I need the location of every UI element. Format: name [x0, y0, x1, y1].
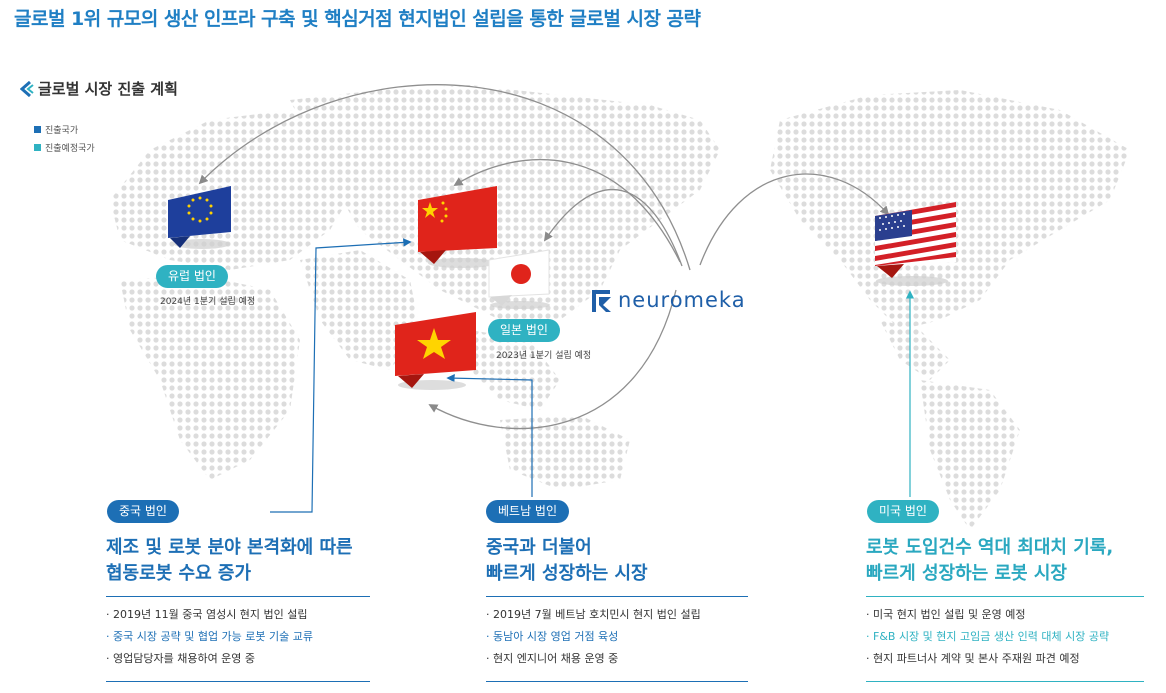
marker-japan-note: 2023년 1분기 설립 예정: [496, 351, 592, 361]
bullet-item: · F&B 시장 및 현지 고임금 생산 인력 대체 시장 공략: [866, 630, 1110, 643]
heading-usa-line2: 빠르게 성장하는 로봇 시장: [866, 563, 1067, 584]
route-to-vietnam: [428, 289, 677, 430]
heading-vietnam-line2: 빠르게 성장하는 시장: [486, 563, 648, 584]
route-to-japan: [543, 188, 683, 267]
heading-china: 제조 및 로봇 분야 본격화에 따른 협동로봇 수요 증가: [106, 535, 353, 587]
company-logo: neuromeka: [590, 286, 746, 314]
marker-europe-note: 2024년 1분기 설립 예정: [160, 297, 256, 307]
flag-usa-icon: [875, 202, 956, 286]
bullet-item: · 중국 시장 공략 및 협업 가능 로봇 기술 교류: [106, 630, 314, 643]
flag-eu-icon: [168, 186, 231, 249]
heading-usa: 로봇 도입건수 역대 최대치 기록, 빠르게 성장하는 로봇 시장: [866, 535, 1113, 587]
flag-japan-icon: [488, 249, 550, 309]
heading-vietnam-line1: 중국과 더불어: [486, 537, 592, 558]
bullet-item: · 현지 엔지니어 채용 운영 중: [486, 652, 619, 665]
legend-label: 진출국가: [45, 126, 79, 136]
heading-usa-line1: 로봇 도입건수 역대 최대치 기록,: [866, 537, 1114, 558]
legend-swatch-blue: [34, 126, 41, 133]
heading-vietnam: 중국과 더불어 빠르게 성장하는 시장: [486, 535, 648, 587]
badge-vietnam: 베트남 법인: [486, 500, 570, 523]
divider: [866, 596, 1144, 597]
legend-item-entered: 진출국가: [34, 123, 78, 136]
connector-vietnam: [446, 373, 533, 497]
company-logo-icon: [592, 290, 611, 312]
route-to-usa: [699, 173, 890, 266]
section-marker-icon: [20, 80, 34, 97]
company-logo-text: neuromeka: [618, 288, 746, 312]
heading-china-line1: 제조 및 로봇 분야 본격화에 따른: [106, 537, 353, 558]
route-to-europe: [198, 84, 691, 271]
bullet-item: · 2019년 11월 중국 염성시 현지 법인 설립: [106, 608, 308, 621]
bullet-item: · 미국 현지 법인 설립 및 운영 예정: [866, 608, 1026, 621]
connector-china: [270, 238, 412, 513]
bullet-item: · 동남아 시장 영업 거점 육성: [486, 630, 619, 643]
divider: [106, 681, 370, 682]
section-title: 글로벌 시장 진출 계획: [20, 78, 178, 99]
marker-europe-badge: 유럽 법인: [156, 265, 228, 288]
flag-china-icon: [418, 186, 497, 268]
divider: [486, 596, 748, 597]
continents-dotted: [110, 85, 1130, 530]
route-lines: [198, 84, 890, 430]
legend-swatch-teal: [34, 144, 41, 151]
bullet-item: · 현지 파트너사 계약 및 본사 주재원 파견 예정: [866, 652, 1080, 665]
badge-usa: 미국 법인: [867, 500, 939, 523]
page-title: 글로벌 1위 규모의 생산 인프라 구축 및 핵심거점 현지법인 설립을 통한 …: [14, 8, 701, 30]
route-to-china: [453, 158, 681, 263]
heading-china-line2: 협동로봇 수요 증가: [106, 563, 252, 584]
badge-china: 중국 법인: [107, 500, 179, 523]
bullets-vietnam: · 2019년 7월 베트남 호치민시 현지 법인 설립 · 동남아 시장 영업…: [486, 604, 701, 670]
bullets-usa: · 미국 현지 법인 설립 및 운영 예정 · F&B 시장 및 현지 고임금 …: [866, 604, 1109, 670]
bullet-item: · 영업담당자를 채용하여 운영 중: [106, 652, 256, 665]
flag-vietnam-icon: [395, 312, 476, 390]
divider: [866, 681, 1144, 682]
bullet-item: · 2019년 7월 베트남 호치민시 현지 법인 설립: [486, 608, 701, 621]
divider: [106, 596, 370, 597]
section-title-text: 글로벌 시장 진출 계획: [38, 80, 178, 98]
legend-item-planned: 진출예정국가: [34, 141, 95, 154]
legend-label: 진출예정국가: [45, 144, 95, 154]
bullets-china: · 2019년 11월 중국 염성시 현지 법인 설립 · 중국 시장 공략 및…: [106, 604, 313, 670]
divider: [486, 681, 748, 682]
marker-japan-badge: 일본 법인: [488, 319, 560, 342]
